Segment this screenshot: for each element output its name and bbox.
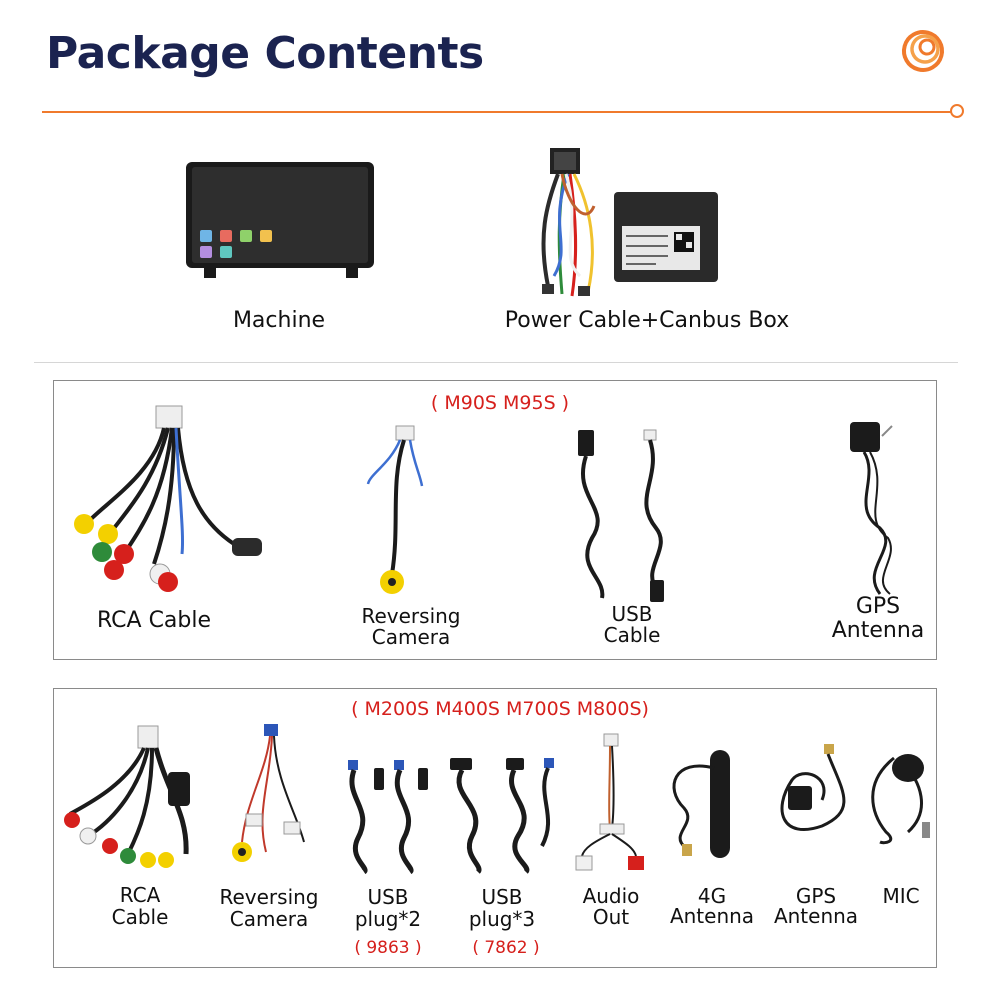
machine-label: Machine: [232, 308, 326, 333]
panel1-reversing-label-2: Camera: [371, 625, 451, 649]
page-title: Package Contents: [46, 28, 484, 79]
panel1-usb-label-1: USB: [611, 602, 653, 626]
panel1-gps-label-1: GPS: [855, 594, 901, 619]
panel2-gps-label-1: GPS: [795, 884, 837, 908]
panel2-usb3-code: ( 7862 ): [472, 938, 540, 958]
gps-antenna-2-illustration: [780, 744, 846, 832]
panel2-usb3-label-2: plug*3: [468, 907, 536, 931]
panel2-reversing-label-1: Reversing: [219, 885, 319, 909]
panel2-audio-label-2: Out: [592, 905, 630, 929]
panel2-reversing-label-2: Camera: [229, 907, 309, 931]
panel2-gps-label-2: Antenna: [773, 904, 859, 928]
usb-cable-illustration: [578, 429, 664, 602]
panel2-usb3-label-1: USB: [481, 885, 523, 909]
panel2-models-label: ( M200S M400S M700S M800S): [351, 698, 649, 720]
brand-spiral-icon: [902, 29, 944, 72]
panel2-mic-label: MIC: [882, 884, 920, 908]
rca-cable-illustration: [74, 405, 262, 592]
panel-m200s-m800s: [53, 688, 937, 968]
rca-cable-2-illustration: [64, 725, 190, 868]
panel2-4g-label-1: 4G: [697, 884, 727, 908]
header-rule: [42, 111, 954, 113]
canbus-box-illustration: [614, 192, 718, 282]
power-canbus-label: Power Cable+Canbus Box: [504, 308, 790, 333]
header-rule-end-dot: [950, 104, 964, 118]
gps-antenna-illustration: [850, 422, 893, 595]
section-divider: [34, 362, 958, 363]
panel-m90s-m95s: [53, 380, 937, 660]
panel2-rca-label-2: Cable: [111, 905, 169, 929]
usb-plug-2-illustration: [348, 760, 428, 874]
panel1-reversing-label-1: Reversing: [361, 604, 461, 628]
panel1-models-label: ( M90S M95S ): [430, 392, 570, 414]
panel1-usb-label-2: Cable: [603, 623, 661, 647]
usb-plug-3-illustration: [450, 758, 554, 874]
panel1-gps-label-2: Antenna: [831, 618, 925, 643]
panel1-rca-label: RCA Cable: [96, 608, 212, 633]
panel2-rca-label-1: RCA: [119, 883, 161, 907]
panel2-4g-label-2: Antenna: [669, 904, 755, 928]
power-cable-illustration: [541, 148, 596, 297]
reversing-camera-cable-illustration: [366, 425, 424, 594]
audio-out-illustration: [575, 733, 644, 871]
panel2-usb2-label-1: USB: [367, 885, 409, 909]
panel2-audio-label-1: Audio: [582, 884, 640, 908]
panel2-usb2-code: ( 9863 ): [354, 938, 422, 958]
reversing-camera-cable-2-illustration: [232, 724, 305, 862]
machine-illustration: [186, 162, 374, 278]
4g-antenna-illustration: [672, 750, 730, 858]
panel2-usb2-label-2: plug*2: [354, 907, 422, 931]
mic-illustration: [871, 754, 930, 845]
